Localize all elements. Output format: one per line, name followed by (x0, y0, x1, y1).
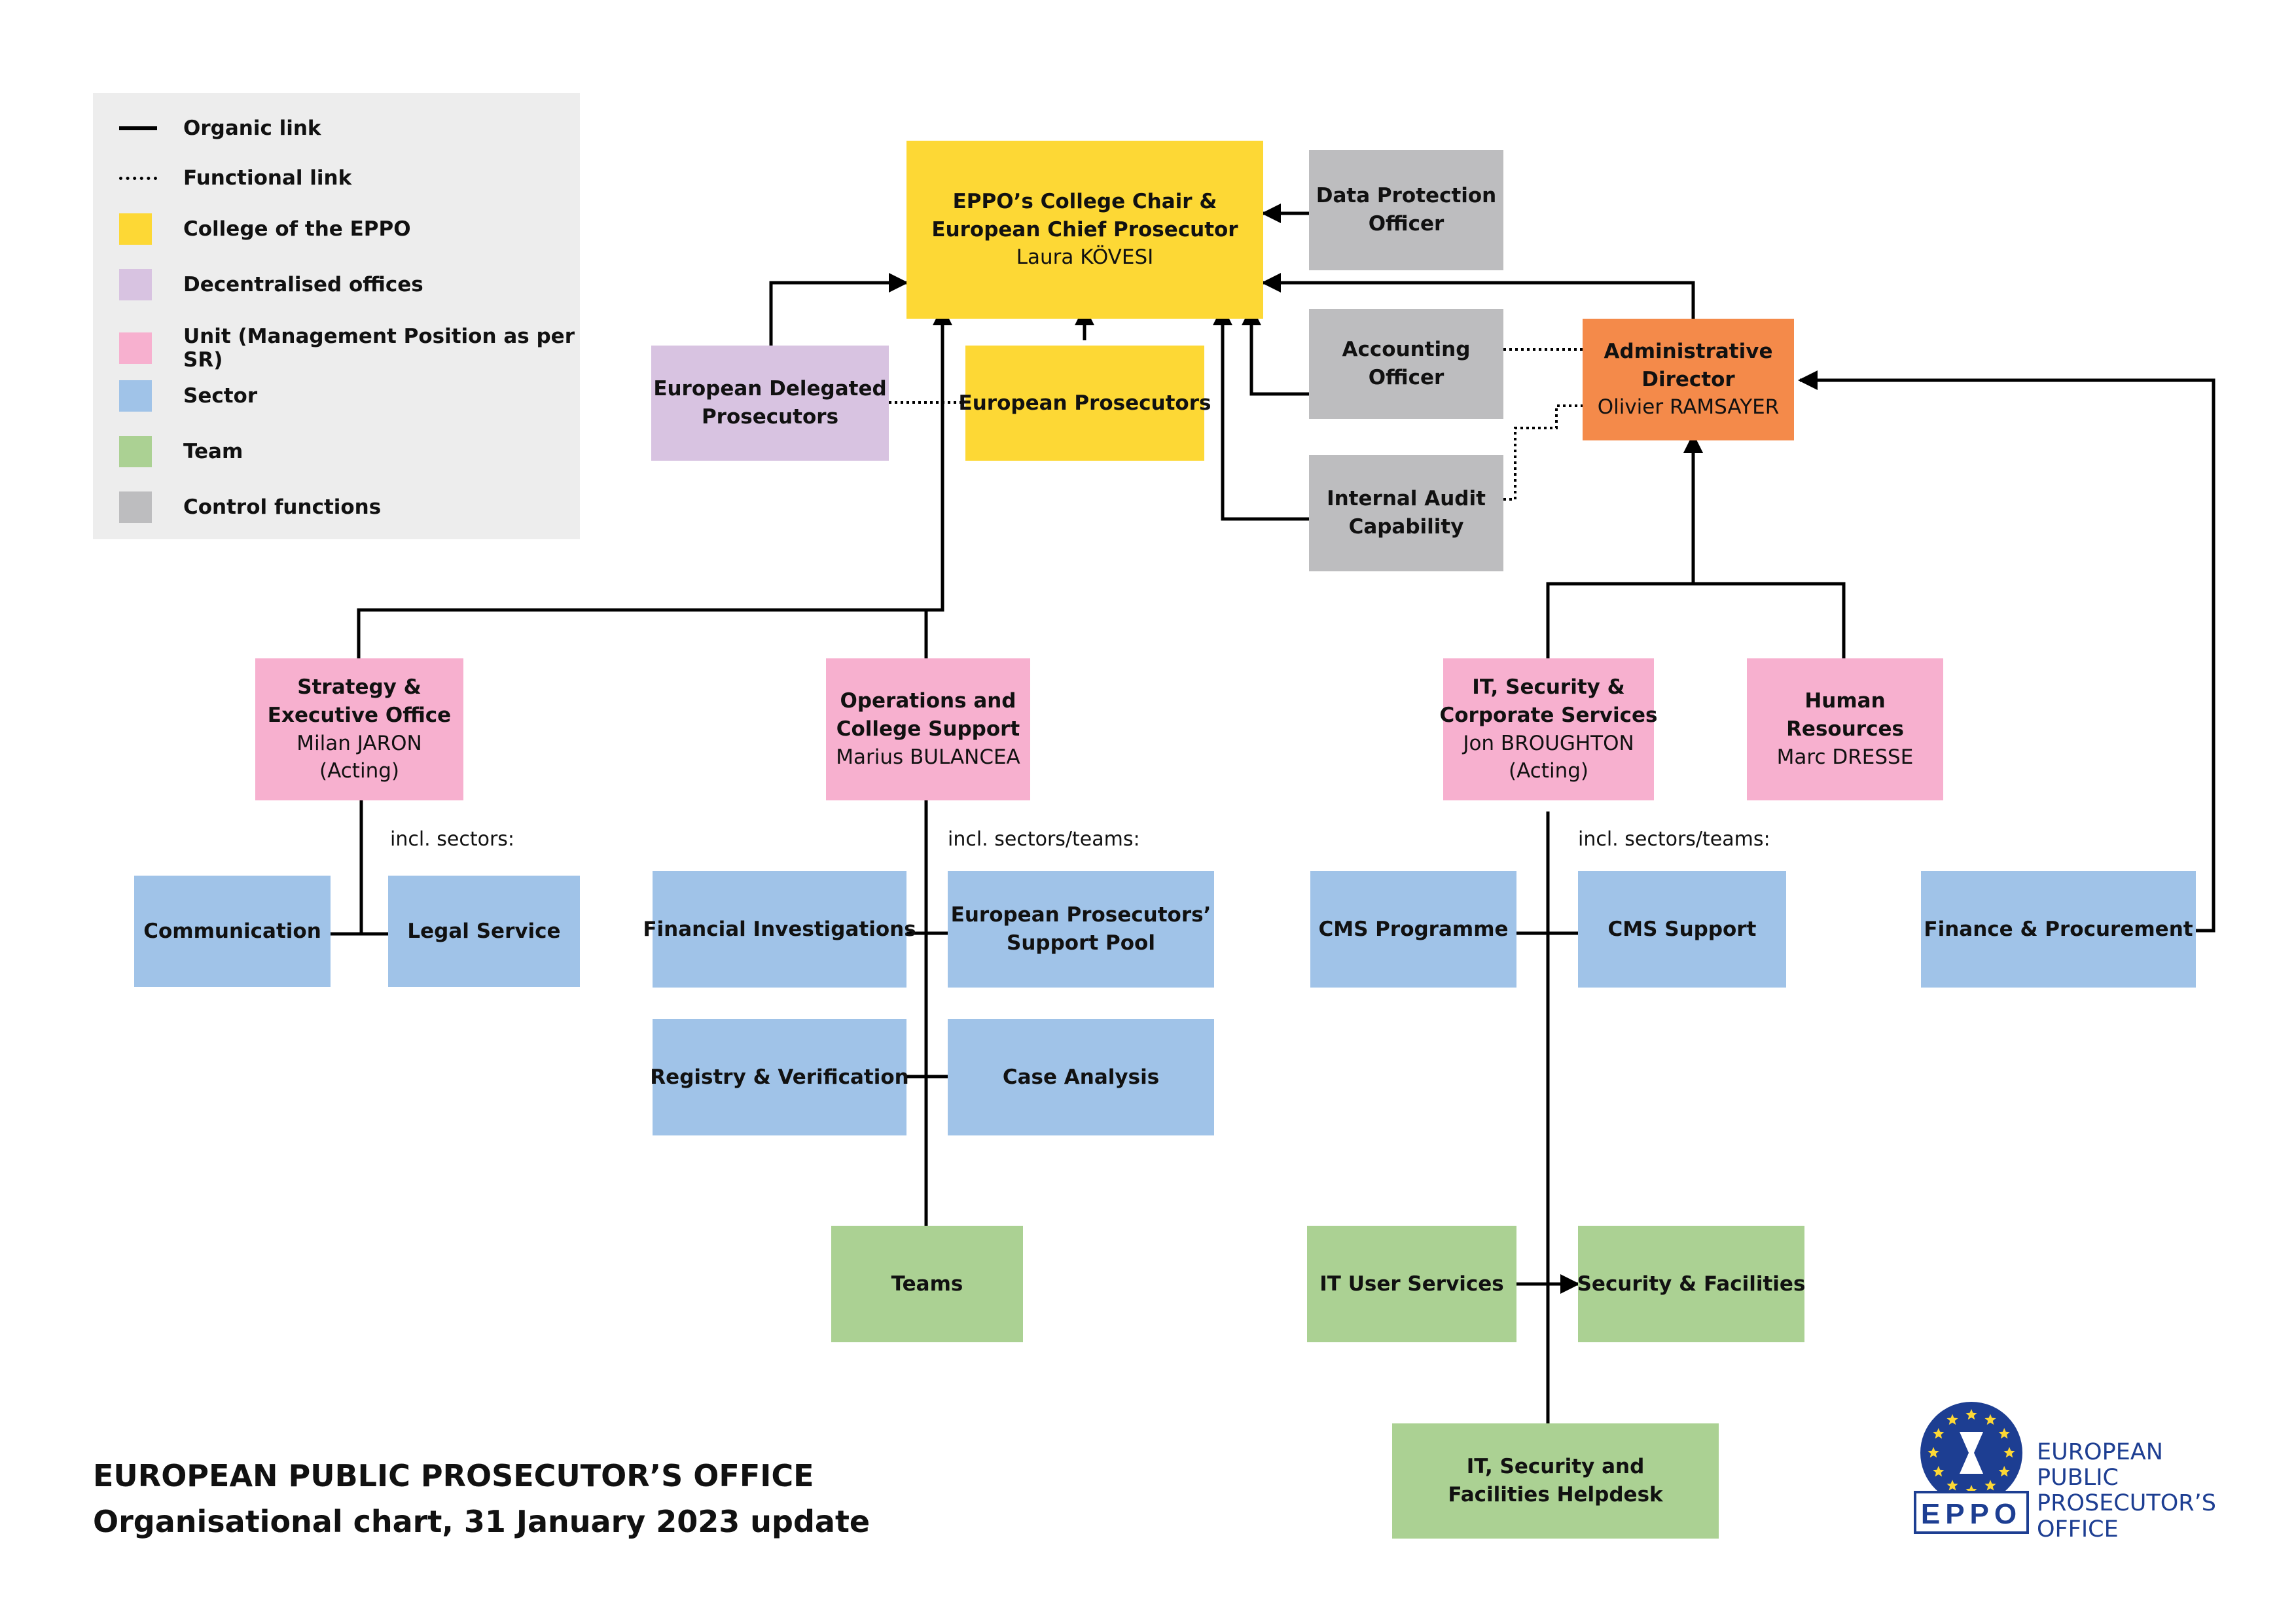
note-incl-sectors-teams-ops: incl. sectors/teams: (948, 828, 1140, 851)
node-data-protection-officer[interactable]: Data Protection Officer (1309, 150, 1503, 270)
eppo-acronym: EPPO (1921, 1498, 2022, 1530)
it-hr-to-admin-link (1546, 435, 1846, 658)
team-swatch (119, 436, 152, 467)
unit-swatch (119, 332, 152, 364)
node-cms-programme[interactable]: CMS Programme (1310, 871, 1516, 988)
star-icon (1933, 1466, 1945, 1477)
legend-label: College of the EPPO (183, 217, 411, 241)
decentralised-swatch (119, 269, 152, 300)
eppo-logo: EPPO EUROPEAN PUBLIC PROSECUTOR’S OFFICE (1912, 1394, 2279, 1551)
node-case-analysis[interactable]: Case Analysis (948, 1019, 1214, 1135)
audit-to-chief-link (1213, 306, 1309, 521)
node-ep-support-pool[interactable]: European Prosecutors’ Support Pool (948, 871, 1214, 988)
legend-item-organic-link: Organic link (119, 116, 321, 140)
star-icon (2003, 1447, 2015, 1458)
node-communication[interactable]: Communication (134, 876, 331, 987)
node-chief-prosecutor[interactable]: EPPO’s College Chair & European Chief Pr… (906, 141, 1263, 319)
node-legal-service[interactable]: Legal Service (388, 876, 580, 987)
node-teams[interactable]: Teams (831, 1226, 1023, 1342)
accounting-to-chief-link (1242, 306, 1309, 396)
node-it-security-corporate-services[interactable]: IT, Security & Corporate Services Jon BR… (1440, 658, 1658, 800)
node-european-delegated-prosecutors[interactable]: European Delegated Prosecutors (651, 346, 889, 461)
legend-item-decentralised: Decentralised offices (119, 269, 423, 300)
eppo-emblem-icon: EPPO (1914, 1402, 2029, 1534)
legend-label: Unit (Management Position as per SR) (183, 325, 575, 372)
node-it-user-services[interactable]: IT User Services (1307, 1226, 1516, 1342)
node-operations-college-support[interactable]: Operations and College Support Marius BU… (826, 658, 1030, 800)
note-incl-sectors: incl. sectors: (390, 828, 515, 851)
chart-title: EUROPEAN PUBLIC PROSECUTOR’S OFFICE (93, 1458, 814, 1493)
node-strategy-executive-office[interactable]: Strategy & Executive Office Milan JARON … (255, 658, 463, 800)
star-icon (1933, 1428, 1945, 1439)
legend-item-college: College of the EPPO (119, 213, 411, 245)
note-incl-sectors-teams-it: incl. sectors/teams: (1578, 828, 1770, 851)
operations-sectors-link (906, 800, 948, 1226)
star-icon (1998, 1466, 2010, 1477)
finance-to-admin-link (1798, 370, 2215, 933)
node-finance-procurement[interactable]: Finance & Procurement (1921, 871, 2196, 988)
node-registry-verification[interactable]: Registry & Verification (650, 1019, 909, 1135)
legend-item-functional-link: Functional link (119, 166, 351, 190)
chart-subtitle: Organisational chart, 31 January 2023 up… (93, 1504, 870, 1539)
star-icon (1946, 1414, 1958, 1425)
sector-swatch (119, 380, 152, 412)
legend-item-sector: Sector (119, 380, 257, 412)
star-icon (1965, 1485, 1977, 1496)
strategy-to-chief-link (357, 306, 952, 658)
node-it-security-helpdesk[interactable]: IT, Security and Facilities Helpdesk (1392, 1423, 1719, 1539)
legend-item-team: Team (119, 436, 243, 467)
node-european-prosecutors[interactable]: European Prosecutors (959, 346, 1211, 461)
legend: Organic link Functional link College of … (93, 93, 580, 539)
admin-to-chief-link (1261, 273, 1695, 319)
solid-line-icon (119, 126, 157, 130)
legend-label: Control functions (183, 495, 382, 519)
audit-admin-functional-link (1503, 404, 1583, 501)
star-icon (1984, 1414, 1996, 1425)
strategy-sectors-link (331, 800, 388, 936)
legend-label: Sector (183, 384, 258, 408)
node-accounting-officer[interactable]: Accounting Officer (1309, 309, 1503, 419)
edp-to-chief-link (769, 273, 908, 346)
logo-wordmark: EUROPEAN PUBLIC PROSECUTOR’S OFFICE (2037, 1439, 2216, 1543)
node-internal-audit[interactable]: Internal Audit Capability (1309, 455, 1503, 571)
node-financial-investigations[interactable]: Financial Investigations (643, 871, 916, 988)
star-icon (1984, 1480, 1996, 1491)
legend-label: Functional link (183, 166, 352, 190)
control-swatch (119, 491, 152, 523)
node-administrative-director[interactable]: Administrative Director Olivier RAMSAYER (1583, 319, 1794, 440)
node-cms-support[interactable]: CMS Support (1578, 871, 1786, 988)
legend-label: Organic link (183, 116, 321, 140)
legend-item-control: Control functions (119, 491, 381, 523)
legend-item-unit: Unit (Management Position as per SR) (119, 325, 580, 372)
dotted-line-icon (119, 176, 157, 180)
star-icon (1946, 1480, 1958, 1491)
star-icon (1998, 1428, 2010, 1439)
legend-label: Team (183, 440, 243, 463)
node-security-facilities[interactable]: Security & Facilities (1577, 1226, 1805, 1342)
it-sectors-link (1516, 812, 1578, 1423)
legend-label: Decentralised offices (183, 273, 423, 296)
college-swatch (119, 213, 152, 245)
star-icon (1928, 1447, 1939, 1458)
node-human-resources[interactable]: Human Resources Marc DRESSE (1747, 658, 1943, 800)
star-icon (1965, 1409, 1977, 1420)
